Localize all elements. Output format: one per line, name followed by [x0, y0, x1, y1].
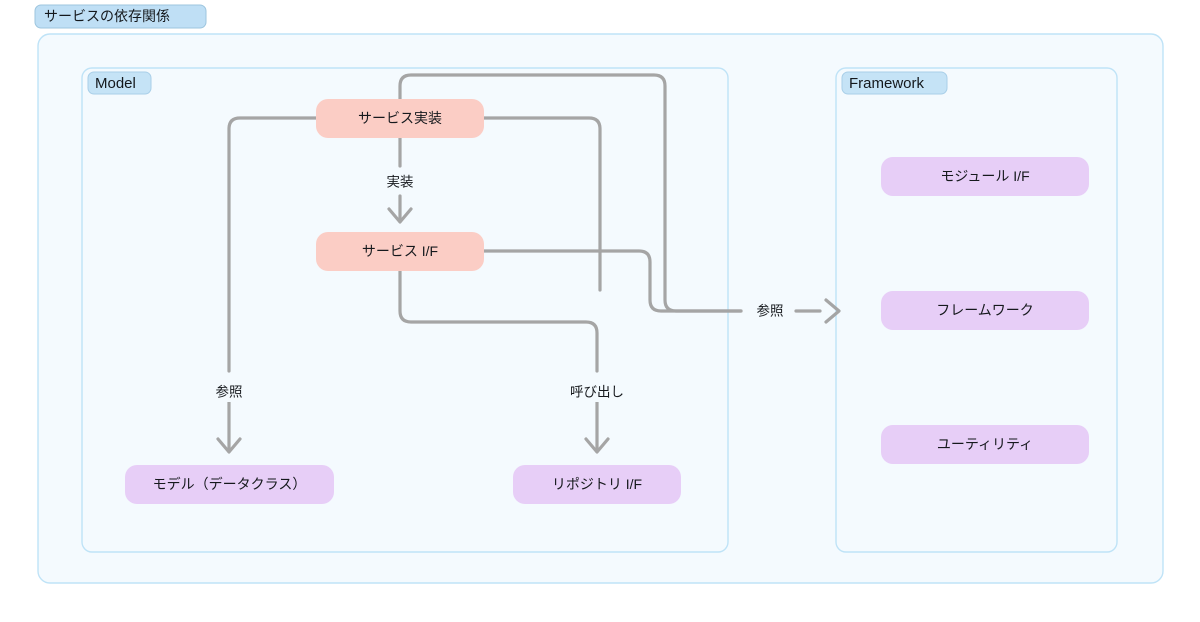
- node-repository-if-box[interactable]: [513, 465, 681, 504]
- node-model-dataclass[interactable]: モデル（データクラス）: [125, 465, 334, 504]
- node-module-if[interactable]: モジュール I/F: [881, 157, 1089, 196]
- edge-impl-to-framework: [398, 73, 743, 313]
- edge-label-implements: 実装: [387, 175, 414, 190]
- edge-label-bg-impl: [378, 172, 422, 192]
- cluster-label-model-box: [87, 71, 152, 95]
- diagram-title: サービスの依存関係: [34, 4, 207, 29]
- node-framework-box[interactable]: [881, 291, 1089, 330]
- edge-if-right-bus: [482, 249, 743, 313]
- edge-label-bg-ref-model: [207, 382, 251, 402]
- node-utility[interactable]: ユーティリティ: [881, 425, 1089, 464]
- node-utility-box[interactable]: [881, 425, 1089, 464]
- diagram-title-text: サービスの依存関係: [44, 8, 170, 24]
- cluster-label-model: Model: [87, 71, 152, 95]
- cluster-label-framework-box: [841, 71, 948, 95]
- edge-impl-to-model-arrowhead: [216, 437, 242, 454]
- node-service-impl[interactable]: サービス実装: [316, 99, 484, 138]
- edge-if-to-repo-arrowhead: [584, 437, 610, 454]
- cluster-label-framework: Framework: [841, 71, 948, 95]
- edge-label-reference-model: 参照: [216, 384, 243, 400]
- edge-impl-to-model-upper: [227, 116, 318, 373]
- edge-impl-to-if-arrowhead: [387, 207, 413, 224]
- node-model-dataclass-box[interactable]: [125, 465, 334, 504]
- node-service-impl-label: サービス実装: [358, 110, 442, 126]
- cluster-label-model-text: Model: [95, 75, 136, 92]
- node-service-if-box[interactable]: [316, 232, 484, 271]
- node-utility-label: ユーティリティ: [937, 436, 1033, 452]
- node-framework[interactable]: フレームワーク: [881, 291, 1089, 330]
- edge-label-reference-framework: 参照: [757, 303, 784, 319]
- cluster-label-framework-text: Framework: [849, 75, 925, 92]
- edge-label-bg-ref-framework: [748, 301, 792, 321]
- node-service-impl-box[interactable]: [316, 99, 484, 138]
- edge-framework-ref-arrowhead: [824, 298, 841, 324]
- edge-label-call: 呼び出し: [570, 385, 624, 400]
- diagram-title-box: [34, 4, 207, 29]
- edge-if-to-repo-upper: [398, 268, 599, 373]
- node-repository-if-label: リポジトリ I/F: [552, 476, 642, 492]
- node-model-dataclass-label: モデル（データクラス）: [153, 476, 307, 492]
- edge-impl-right-bus: [482, 116, 602, 292]
- node-repository-if[interactable]: リポジトリ I/F: [513, 465, 681, 504]
- node-framework-label: フレームワーク: [936, 302, 1034, 318]
- node-service-if-label: サービス I/F: [362, 243, 438, 259]
- node-module-if-label: モジュール I/F: [940, 168, 1029, 184]
- node-service-if[interactable]: サービス I/F: [316, 232, 484, 271]
- edge-label-bg-call: [560, 382, 634, 402]
- node-module-if-box[interactable]: [881, 157, 1089, 196]
